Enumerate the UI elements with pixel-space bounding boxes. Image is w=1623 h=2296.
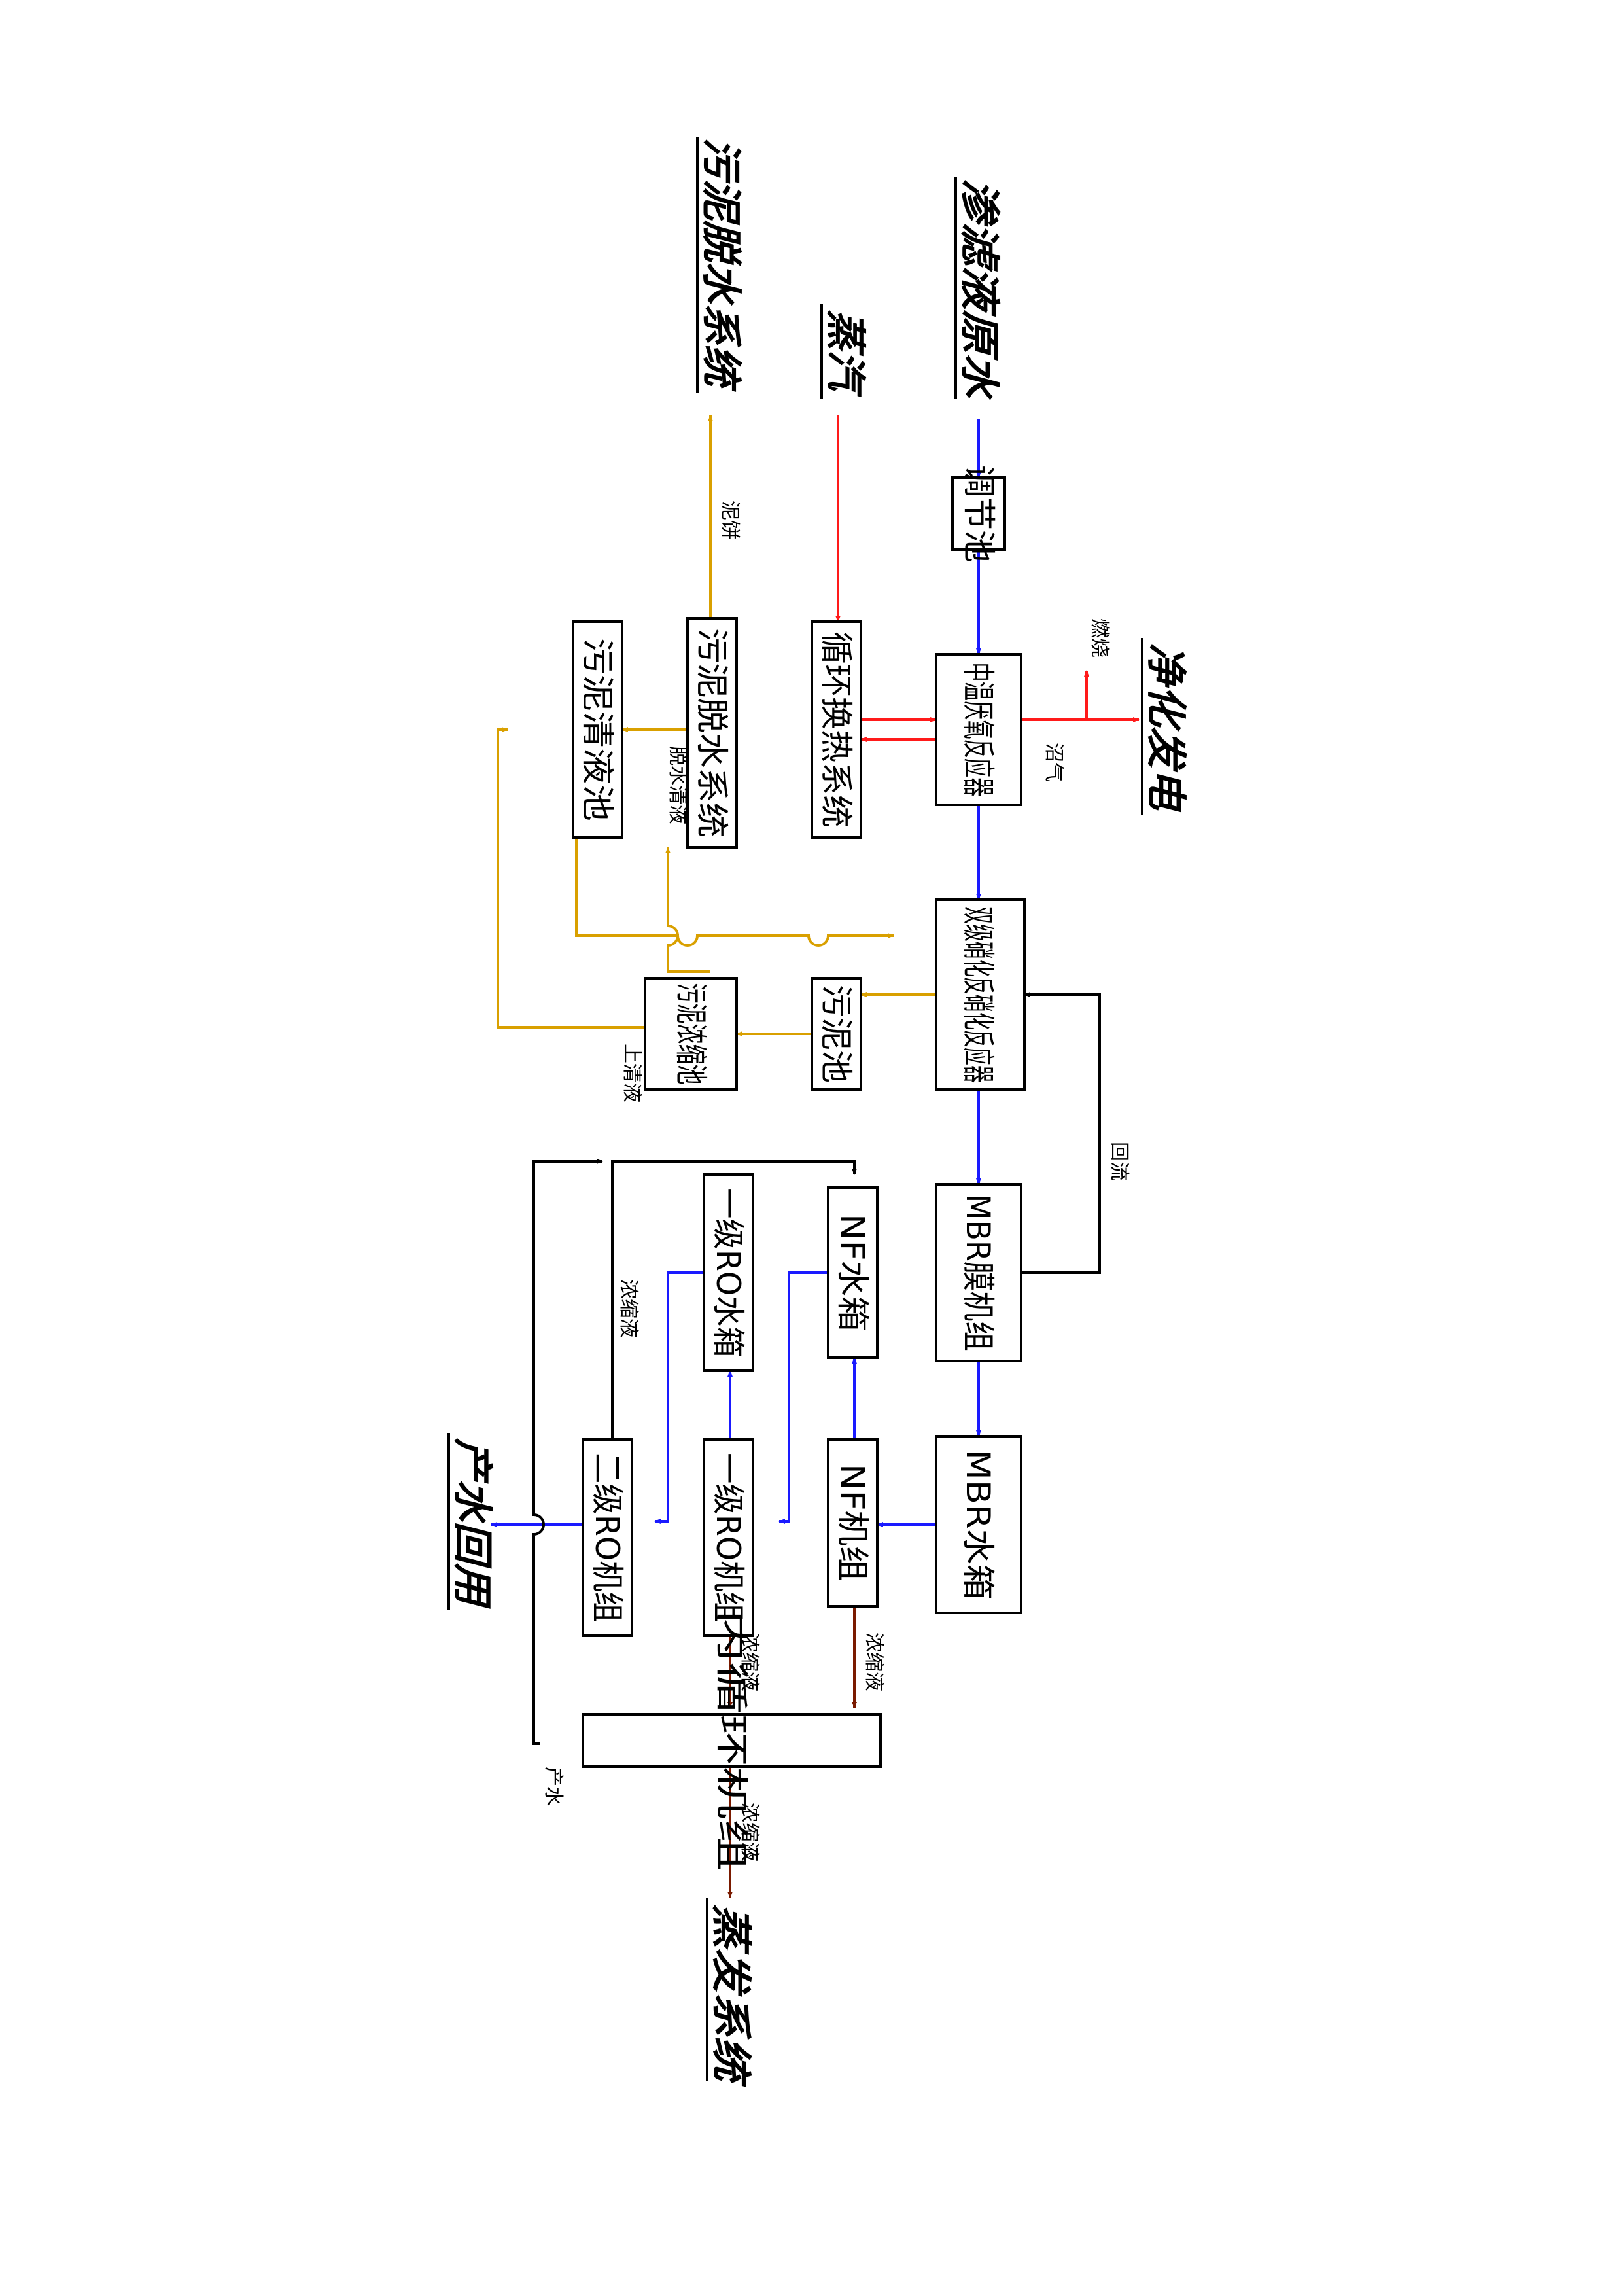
terminal-evaporation-text: 蒸发系统 — [707, 1904, 755, 2087]
ro2-unit-box: 二级RO机组 — [582, 1438, 633, 1637]
anaerobic-reactor-box: 中温厌氧反应器 — [935, 653, 1022, 806]
thickening-tank-label: 污泥浓缩池 — [672, 983, 710, 1085]
label-recycle-flow: 回流 — [1108, 1142, 1130, 1181]
label-sludge-cake: 泥饼 — [718, 501, 741, 540]
label-concentrate-ic: 浓缩液 — [738, 1803, 761, 1862]
nf-tank-box: NF水箱 — [827, 1186, 879, 1359]
label-biogas: 沼气 — [1042, 743, 1065, 782]
sludge-clear-tank-label: 污泥清液池 — [578, 638, 616, 821]
terminal-evaporation: 蒸发系统 — [706, 1898, 755, 2087]
internal-circulation-label: 内循环机组 — [712, 1610, 750, 1871]
label-concentrate-ro2: 浓缩液 — [617, 1279, 640, 1338]
nf-unit-box: NF机组 — [827, 1438, 879, 1608]
internal-circulation-box: 内循环机组 — [582, 1610, 882, 1871]
ro1-unit-box: 一级RO机组 — [703, 1438, 754, 1637]
terminal-steam: 蒸汽 — [820, 304, 869, 399]
label-concentrate-ro1: 浓缩液 — [738, 1633, 761, 1691]
dewatering-system-box: 污泥脱水系统 — [686, 617, 738, 849]
terminal-leachate-raw-text: 渗滤液原水 — [956, 179, 1003, 400]
flow-ic-product-to-nf-tank — [532, 1159, 603, 1745]
nitrification-reactor-label: 双级硝化反硝化反应器 — [959, 906, 997, 1083]
nf-unit-label: NF机组 — [833, 1464, 871, 1581]
terminal-power-generation-text: 净化发电 — [1142, 643, 1190, 813]
dewatering-system-label: 污泥脱水系统 — [693, 628, 731, 838]
recycle-flow-lines — [532, 992, 1101, 1745]
ro1-tank-label: 一级RO水箱 — [709, 1188, 747, 1358]
terminal-steam-text: 蒸汽 — [822, 309, 869, 397]
terminal-sludge-dewatering: 污泥脱水系统 — [696, 137, 745, 393]
flow-mbr-return-to-nitrification — [1021, 992, 1101, 1274]
sludge-tank-box: 污泥池 — [811, 977, 862, 1091]
nitrification-reactor-box: 双级硝化反硝化反应器 — [935, 898, 1026, 1091]
equalization-tank-label: 调节池 — [960, 465, 998, 563]
label-supernatant: 上清液 — [620, 1044, 643, 1103]
heat-exchange-label: 循环换热系统 — [817, 631, 855, 828]
mbr-unit-label: MBR膜机组 — [959, 1194, 997, 1351]
terminal-water-reuse: 产水回用 — [447, 1433, 497, 1610]
sludge-flow-lines — [497, 415, 936, 1036]
terminal-water-reuse-text: 产水回用 — [449, 1438, 497, 1610]
mbr-tank-label: MBR水箱 — [959, 1449, 997, 1600]
terminal-sludge-dewatering-text: 污泥脱水系统 — [697, 137, 745, 392]
sludge-tank-label: 污泥池 — [817, 985, 855, 1083]
terminal-power-generation: 净化发电 — [1141, 638, 1190, 815]
label-dewater-filtrate: 脱水清液 — [666, 746, 689, 824]
rotated-diagram: 调节池 中温厌氧反应器 循环换热系统 污泥脱水系统 污泥清液池 双级硝化反硝化反… — [447, 137, 1190, 2087]
label-product-water: 产水 — [542, 1767, 565, 1806]
mbr-tank-box: MBR水箱 — [935, 1435, 1022, 1614]
ro1-unit-label: 一级RO机组 — [709, 1453, 747, 1623]
label-burn: 燃烧 — [1088, 618, 1111, 658]
ro2-unit-label: 二级RO机组 — [588, 1453, 626, 1623]
equalization-tank-box: 调节池 — [951, 465, 1006, 563]
thickening-tank-box: 污泥浓缩池 — [644, 977, 738, 1091]
ro1-tank-box: 一级RO水箱 — [703, 1173, 754, 1372]
terminal-leachate-raw: 渗滤液原水 — [954, 177, 1003, 400]
flow-thickening-to-dewatering — [665, 847, 710, 973]
anaerobic-reactor-label: 中温厌氧反应器 — [959, 663, 997, 797]
nf-tank-label: NF水箱 — [833, 1214, 871, 1332]
sludge-clear-tank-box: 污泥清液池 — [572, 620, 623, 839]
flow-ro2-concentrate-to-nf-tank — [611, 1160, 857, 1439]
flow-clear-tank-to-nitrification — [575, 838, 894, 947]
flow-supernatant-to-clear-tank — [497, 727, 684, 1029]
label-concentrate-nf: 浓缩液 — [862, 1633, 885, 1691]
mbr-unit-box: MBR膜机组 — [935, 1183, 1022, 1362]
heat-exchange-box: 循环换热系统 — [811, 620, 862, 839]
steam-flow-lines — [835, 415, 1140, 742]
